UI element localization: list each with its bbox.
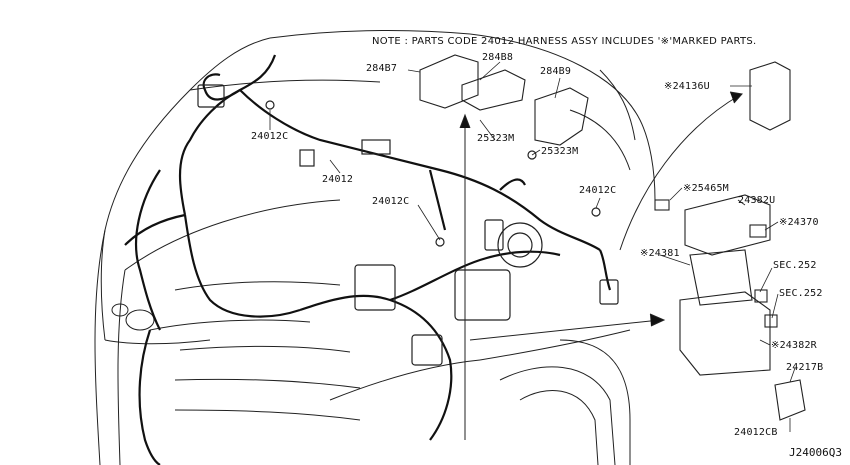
- callout-24012C-3: 24012C: [579, 185, 617, 196]
- callout-24382R: ※24382R: [771, 340, 817, 351]
- diagram-code: J24006Q3: [789, 446, 842, 459]
- callout-284B7: 284B7: [366, 63, 398, 74]
- callout-284B8: 284B8: [482, 52, 514, 63]
- leader-lines: [269, 61, 796, 432]
- callout-sec252: SEC.252: [773, 260, 817, 271]
- callout-24217B: 24217B: [786, 362, 824, 373]
- callout-24381: ※24381: [640, 248, 680, 259]
- callout-25323M: 25323M: [477, 133, 515, 144]
- pointer-arrows: [459, 91, 743, 440]
- callout-24382U: 24382U: [738, 195, 776, 206]
- callout-25465M: ※25465M: [683, 183, 729, 194]
- callout-284B9: 284B9: [540, 66, 572, 77]
- fuse-box-assembly: [654, 194, 806, 421]
- callout-24012C-2: 24012C: [372, 196, 410, 207]
- vehicle-body-outline: [94, 30, 656, 465]
- callout-24370: ※24370: [779, 217, 819, 228]
- control-modules: [419, 54, 791, 146]
- callout-25323M-2: 25323M: [541, 146, 579, 157]
- engine-components: [197, 84, 619, 366]
- callout-24012C: 24012C: [251, 131, 289, 142]
- callout-24012: 24012: [322, 174, 354, 185]
- parts-note: NOTE : PARTS CODE 24012 HARNESS ASSY INC…: [372, 36, 757, 47]
- callout-sec252-2: SEC.252: [779, 288, 823, 299]
- callout-24136U: ※24136U: [664, 81, 710, 92]
- callout-24012CB: 24012CB: [734, 427, 778, 438]
- main-harness: [124, 54, 612, 465]
